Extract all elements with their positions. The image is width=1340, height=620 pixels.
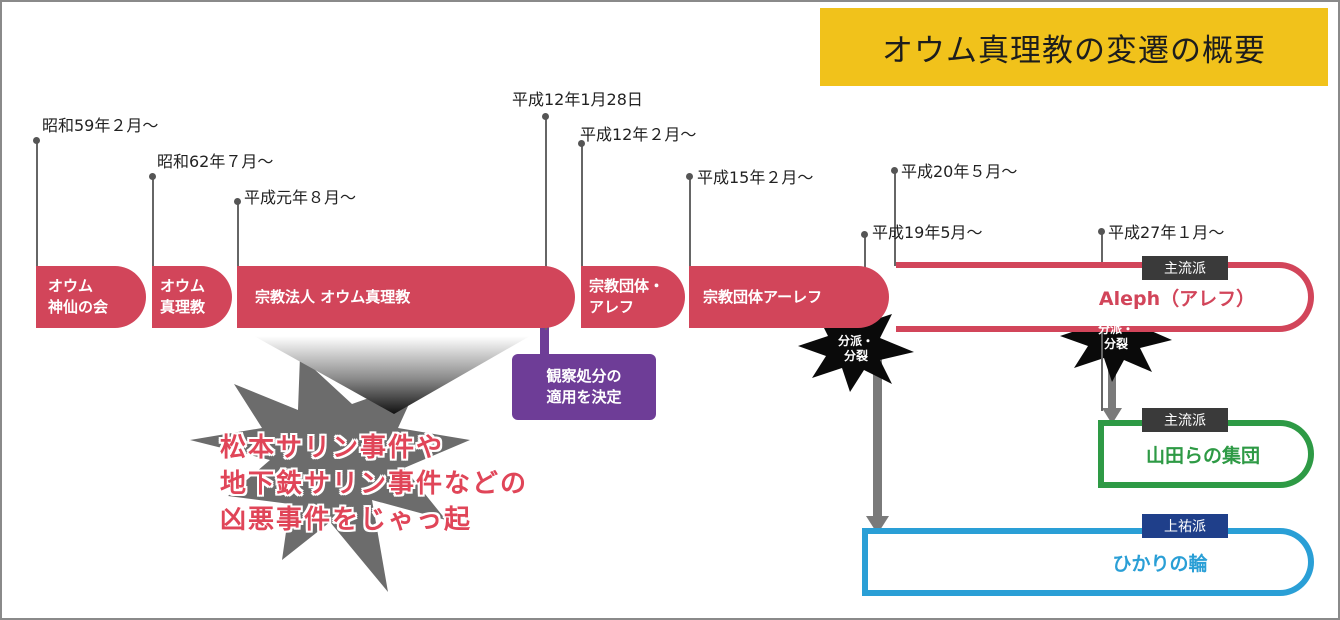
segment-oum-shinsen-line2: 神仙の会 xyxy=(48,298,109,316)
segment-oum-shinrikyo-line1: オウム xyxy=(160,277,206,295)
crimes-text: 松本サリン事件や 地下鉄サリン事件などの 凶悪事件をじゃっ起 xyxy=(220,430,528,538)
segment-aleph-group: 宗教団体アーレフ xyxy=(689,266,889,328)
date-label-4: 平成12年1月28日 xyxy=(512,90,643,109)
group-hikari: ひかりの輪 xyxy=(862,528,1314,596)
timeline-dot-7 xyxy=(891,167,898,174)
surveillance-decision-line2: 適用を決定 xyxy=(546,388,622,406)
split-burst-1-line1: 分派・ xyxy=(837,334,874,348)
group-yamada-left-edge xyxy=(1098,420,1104,488)
timeline-line-1 xyxy=(36,140,38,266)
group-hikari-left-edge xyxy=(862,528,868,596)
date-label-2: 昭和62年７月〜 xyxy=(157,152,274,171)
timeline-dot-5 xyxy=(578,140,585,147)
split-burst-2-line2: 分裂 xyxy=(1103,337,1128,351)
crimes-line3: 凶悪事件をじゃっ起 xyxy=(220,505,473,535)
segment-religious-corp-label: 宗教法人 オウム真理教 xyxy=(255,287,411,306)
segment-aleph-org-line1: 宗教団体・ xyxy=(589,277,665,295)
event-triangle xyxy=(254,336,530,414)
timeline-dot-8 xyxy=(861,231,868,238)
date-label-1: 昭和59年２月〜 xyxy=(42,116,159,135)
segment-aleph-org-line2: アレフ xyxy=(589,298,635,316)
timeline-dot-2 xyxy=(149,173,156,180)
segment-oum-shinrikyo: オウム 真理教 xyxy=(152,266,232,328)
timeline-line-6 xyxy=(689,176,691,266)
timeline-line-4 xyxy=(545,116,547,330)
date-label-8: 平成19年5月〜 xyxy=(872,223,983,242)
diagram-title: オウム真理教の変遷の概要 xyxy=(820,8,1328,86)
segment-oum-shinrikyo-line2: 真理教 xyxy=(160,298,206,316)
surveillance-decision-box: 観察処分の 適用を決定 xyxy=(512,354,656,420)
timeline-dot-9 xyxy=(1098,228,1105,235)
timeline-line-5 xyxy=(581,143,583,266)
surveillance-decision-line1: 観察処分の xyxy=(546,367,622,385)
timeline-dot-3 xyxy=(234,198,241,205)
timeline-line-3 xyxy=(237,201,239,266)
group-aleph-tag: 主流派 xyxy=(1142,256,1228,280)
date-label-3: 平成元年８月〜 xyxy=(244,188,357,207)
date-label-7: 平成20年５月〜 xyxy=(901,162,1018,181)
segment-aleph-org: 宗教団体・ アレフ xyxy=(581,266,685,328)
kanshi-arrow-shaft xyxy=(540,318,549,356)
timeline-dot-1 xyxy=(33,137,40,144)
timeline-line-2 xyxy=(152,176,154,266)
group-hikari-name: ひかりの輪 xyxy=(1112,552,1208,575)
split-burst-1-line2: 分裂 xyxy=(843,349,868,363)
timeline-dot-6 xyxy=(686,173,693,180)
segment-religious-corp: 宗教法人 オウム真理教 xyxy=(237,266,575,328)
date-label-5: 平成12年２月〜 xyxy=(580,125,697,144)
group-yamada: 山田らの集団 xyxy=(1098,420,1314,488)
crimes-line1: 松本サリン事件や xyxy=(220,433,445,463)
explosion-shape xyxy=(190,356,470,592)
crimes-line2: 地下鉄サリン事件などの xyxy=(220,469,529,499)
group-hikari-tag: 上祐派 xyxy=(1142,514,1228,538)
segment-aleph-group-label: 宗教団体アーレフ xyxy=(703,287,823,306)
group-yamada-name: 山田らの集団 xyxy=(1145,444,1260,467)
date-label-9: 平成27年１月〜 xyxy=(1108,223,1225,242)
timeline-line-7 xyxy=(894,170,896,266)
split-arrow-1-shaft xyxy=(873,358,882,518)
date-label-6: 平成15年２月〜 xyxy=(697,168,814,187)
split-burst-2-label: 分派・ 分裂 xyxy=(1086,322,1146,352)
split-arrow-1-head xyxy=(866,516,889,534)
timeline-dot-4 xyxy=(542,113,549,120)
split-burst-2-line1: 分派・ xyxy=(1097,322,1134,336)
group-aleph: Aleph（アレフ） xyxy=(896,262,1314,332)
split-burst-1-label: 分派・ 分裂 xyxy=(826,334,886,364)
split-arrow-2-head xyxy=(1102,408,1122,424)
group-yamada-tag: 主流派 xyxy=(1142,408,1228,432)
group-aleph-name: Aleph（アレフ） xyxy=(1098,287,1256,310)
segment-oum-shinsen: オウム 神仙の会 xyxy=(36,266,146,328)
segment-oum-shinsen-line1: オウム xyxy=(48,277,94,295)
